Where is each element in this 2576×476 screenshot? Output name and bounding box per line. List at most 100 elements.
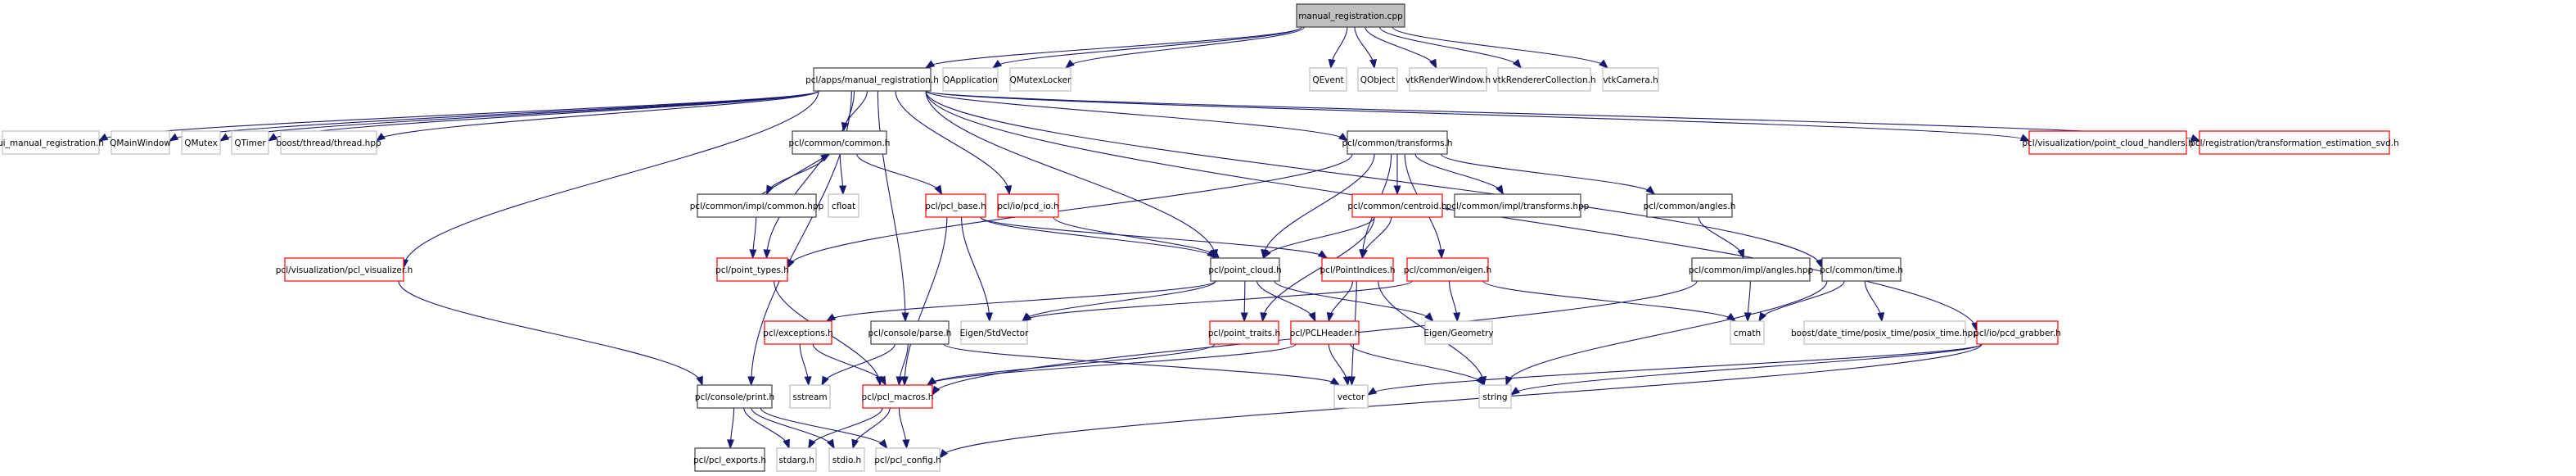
node-box: [1309, 67, 1347, 92]
node-qapp[interactable]: QApplication: [942, 67, 999, 92]
node-stdio[interactable]: stdio.h: [828, 447, 865, 472]
node-pch-vis[interactable]: pcl/visualization/point_cloud_handlers.h: [2022, 130, 2194, 155]
node-parse-h[interactable]: pcl/console/parse.h: [868, 320, 952, 345]
edges-layer: [97, 26, 2201, 460]
node-common-hpp[interactable]: pcl/common/impl/common.hpp: [690, 193, 824, 218]
node-point-indices[interactable]: pcl/PointIndices.h: [1320, 257, 1396, 282]
edge-line: [980, 216, 1216, 259]
node-pcl-exports[interactable]: pcl/pcl_exports.h: [693, 447, 766, 472]
node-label: pcl/visualization/point_cloud_handlers.h: [2022, 138, 2193, 148]
node-apps-mr[interactable]: pcl/apps/manual_registration.h: [805, 67, 939, 92]
node-string[interactable]: string: [1478, 384, 1512, 409]
node-qmainwindow[interactable]: QMainWindow: [110, 130, 171, 155]
edge-point-cloud-to-eigen-geometry: [1274, 280, 1434, 323]
node-common-h[interactable]: pcl/common/common.h: [789, 130, 891, 155]
node-vtkrc[interactable]: vtkRendererCollection.h: [1492, 67, 1596, 92]
edge-apps-mr-to-time-h: [925, 90, 1823, 270]
node-angles-hpp[interactable]: pcl/common/impl/angles.hpp: [1689, 257, 1814, 282]
node-label: pcl/io/pcd_io.h: [997, 202, 1058, 211]
edge-arrowhead: [1369, 58, 1377, 70]
node-qevent[interactable]: QEvent: [1309, 67, 1347, 92]
node-box: [862, 384, 933, 409]
edge-arrowhead: [1308, 311, 1316, 323]
node-vector[interactable]: vector: [1333, 384, 1369, 409]
node-box: [697, 193, 817, 218]
node-stdarg[interactable]: stdarg.h: [776, 447, 817, 472]
edge-arrowhead: [168, 133, 179, 142]
edge-line: [925, 90, 2030, 142]
node-transforms-hpp[interactable]: pcl/common/impl/transforms.hpp: [1446, 193, 1590, 218]
edge-apps-mr-to-parse-h: [877, 90, 909, 323]
node-centroid[interactable]: pcl/common/centroid.h: [1347, 193, 1447, 218]
node-pclheader[interactable]: pcl/PCLHeader.h: [1290, 320, 1360, 345]
node-label: QApplication: [943, 75, 998, 85]
node-box: [1357, 67, 1398, 92]
edge-print-h-to-stdio: [751, 407, 835, 450]
node-cmath[interactable]: cmath: [1730, 320, 1765, 345]
node-pcl-visualizer[interactable]: pcl/visualization/pcl_visualizer.h: [276, 257, 413, 282]
edge-pcl-macros-to-pcl-config: [898, 407, 910, 450]
node-box: [1646, 193, 1733, 218]
edge-line: [1441, 153, 1655, 195]
node-label: QMutex: [184, 138, 218, 148]
node-pcd-io[interactable]: pcl/io/pcd_io.h: [997, 193, 1059, 218]
edge-root-to-qapp: [991, 26, 1302, 69]
node-vtkcam[interactable]: vtkCamera.h: [1602, 67, 1659, 92]
node-label: pcl/common/impl/angles.hpp: [1689, 265, 1814, 275]
edge-root-to-vtkcam: [1392, 26, 1609, 69]
edge-exceptions-to-sstream: [799, 343, 812, 387]
node-qobject[interactable]: QObject: [1357, 67, 1398, 92]
node-point-traits[interactable]: pcl/point_traits.h: [1208, 320, 1280, 345]
node-box: [280, 130, 377, 155]
edge-arrowhead: [1599, 59, 1609, 69]
edge-eigen-h-to-cmath: [1482, 280, 1737, 322]
node-box: [181, 130, 221, 155]
edge-line: [760, 407, 888, 449]
node-box: [1424, 320, 1493, 345]
node-pcl-macros[interactable]: pcl/pcl_macros.h: [862, 384, 934, 409]
node-label: pcl/common/common.h: [789, 138, 891, 148]
edge-arrowhead: [939, 448, 949, 460]
edge-line: [1262, 216, 1375, 259]
node-label: pcl/pcl_exports.h: [693, 456, 766, 465]
node-ui-mr[interactable]: ui_manual_registration.h: [0, 130, 104, 155]
node-vtkrw[interactable]: vtkRenderWindow.h: [1405, 67, 1491, 92]
node-eigen-stdvector[interactable]: Eigen/StdVector: [960, 320, 1029, 345]
node-point-types[interactable]: pcl/point_types.h: [715, 257, 789, 282]
node-angles-h[interactable]: pcl/common/angles.h: [1644, 193, 1736, 218]
edge-point-cloud-to-eigen-stdvector: [1021, 280, 1216, 322]
node-cfloat[interactable]: cfloat: [828, 193, 859, 218]
node-qmutexlocker[interactable]: QMutexLocker: [1009, 67, 1072, 92]
node-sstream[interactable]: sstream: [789, 384, 831, 409]
node-qtimer[interactable]: QTimer: [231, 130, 269, 155]
node-box: [1803, 320, 1966, 345]
node-posix-time[interactable]: boost/date_time/posix_time/posix_time.hp…: [1791, 320, 1978, 345]
node-boost-thread[interactable]: boost/thread/thread.hpp: [276, 130, 381, 155]
edge-apps-mr-to-point-types: [763, 90, 855, 260]
node-box: [764, 320, 832, 345]
edge-root-to-vtkrw: [1365, 26, 1437, 70]
node-tes-svd[interactable]: pcl/registration/transformation_estimati…: [2190, 130, 2399, 155]
node-label: sstream: [792, 392, 827, 402]
node-print-h[interactable]: pcl/console/print.h: [695, 384, 774, 409]
node-box: [776, 447, 817, 472]
node-box: [1691, 257, 1811, 282]
node-pcd-grabber[interactable]: pcl/io/pcd_grabber.h: [1974, 320, 2061, 345]
node-pcl-config[interactable]: pcl/pcl_config.h: [874, 447, 941, 472]
edge-arrowhead: [696, 375, 703, 387]
node-eigen-geometry[interactable]: Eigen/Geometry: [1423, 320, 1494, 345]
edge-arrowhead: [726, 439, 735, 450]
node-eigen-h[interactable]: pcl/common/eigen.h: [1404, 257, 1491, 282]
node-time-h[interactable]: pcl/common/time.h: [1820, 257, 1903, 282]
node-box: [2199, 130, 2390, 155]
node-transforms-h[interactable]: pcl/common/transforms.h: [1342, 130, 1453, 155]
node-root[interactable]: manual_registration.cpp: [1296, 3, 1405, 28]
edge-line: [925, 90, 1978, 332]
node-point-cloud[interactable]: pcl/point_cloud.h: [1208, 257, 1282, 282]
node-pcl-base[interactable]: pcl/pcl_base.h: [925, 193, 986, 218]
node-qmutex[interactable]: QMutex: [181, 130, 221, 155]
node-exceptions[interactable]: pcl/exceptions.h: [763, 320, 833, 345]
edge-line: [1505, 280, 1828, 386]
edge-pcl-base-to-eigen-stdvector: [961, 216, 994, 323]
